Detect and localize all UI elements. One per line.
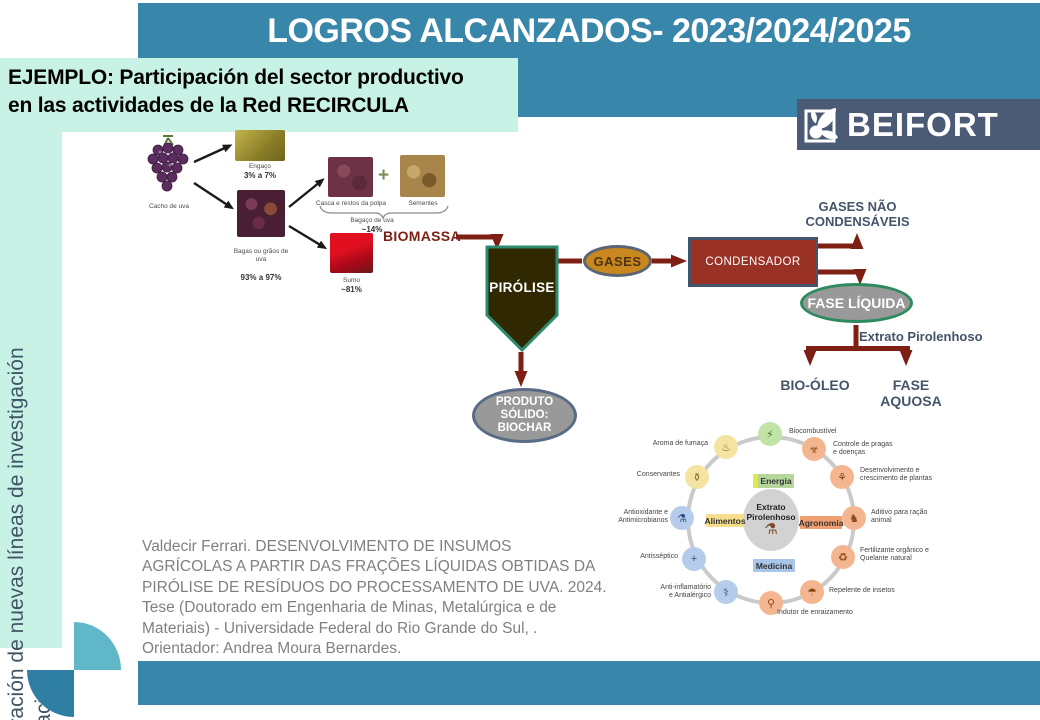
page-title: LOGROS ALCANZADOS- 2023/2024/2025 xyxy=(267,12,911,50)
plant-growth-icon: ⚘ xyxy=(830,465,854,489)
category-alimentos: Alimentos xyxy=(704,514,746,527)
pirolise-label: PIRÓLISE xyxy=(489,280,555,295)
sumo-label: Sumo ~81% xyxy=(341,277,362,295)
pest-control-label: Controle de pragas e doenças xyxy=(833,441,893,457)
bio-oleo-label: BIO-ÓLEO xyxy=(780,377,850,393)
smoke-aroma-label: Aroma de fumaça xyxy=(652,440,708,447)
flask-icon: ⚗ xyxy=(764,521,778,539)
bagas-image xyxy=(237,190,285,237)
preservatives-label: Conservantes xyxy=(636,471,680,478)
produto-solido-node: PRODUTO SÓLIDO: BIOCHAR xyxy=(472,388,577,443)
engaco-label: Engaço 3% a 7% xyxy=(243,163,277,181)
cacho-label: Cacho de uva xyxy=(148,203,190,210)
gases-node: GASES xyxy=(583,245,652,277)
antioxidant-icon: ⚗ xyxy=(670,506,694,530)
repellent-icon: ☂ xyxy=(800,580,824,604)
bagas-label: Bagas ou grãos de uva 93% a 97% xyxy=(233,248,289,282)
pest-control-icon: ☣ xyxy=(802,437,826,461)
category-agronomia: Agronomia xyxy=(798,516,844,529)
beifort-leaf-icon xyxy=(803,105,841,145)
sementes-label: Sementes xyxy=(408,200,438,207)
casca-label: Casca e restos da polpa xyxy=(315,200,387,207)
condensador-node: CONDENSADOR xyxy=(688,237,818,287)
bottom-bar xyxy=(138,661,1040,705)
fertilizer-icon: ♻ xyxy=(831,545,855,569)
engaco-image xyxy=(235,130,285,161)
animal-feed-label: Aditivo para ração animal xyxy=(871,509,928,525)
rooting-label: Indutor de enraizamento xyxy=(777,609,853,616)
pirolise-shield xyxy=(485,245,559,353)
grape-bunch-image xyxy=(147,135,189,192)
biofuel-icon: ⚡ xyxy=(758,422,782,446)
cycle-center: Extrato Pirolenhoso ⚗ xyxy=(743,489,799,551)
fase-aquosa-label: FASE AQUOSA xyxy=(880,377,942,410)
anti-inflammatory-label: Anti-inflamatório e Antialérgico xyxy=(660,584,711,600)
casca-image xyxy=(328,157,373,197)
preservatives-icon: ⚱ xyxy=(685,465,709,489)
example-callout: EJEMPLO: Participación del sector produc… xyxy=(0,58,518,132)
beifort-logo: BEIFORT xyxy=(797,99,1040,150)
citation-text: Valdecir Ferrari. DESENVOLVIMENTO DE INS… xyxy=(142,538,607,658)
animal-feed-icon: ♞ xyxy=(842,506,866,530)
anti-inflammatory-icon: ⚕ xyxy=(714,580,738,604)
biofuel-label: Biocombustível xyxy=(789,428,837,435)
plus-icon: + xyxy=(378,165,390,186)
smoke-aroma-icon: ♨ xyxy=(714,435,738,459)
sidebar-strip: Generación de nuevas líneas de investiga… xyxy=(0,132,62,720)
gases-nao-condensaveis-label: GASES NÃO CONDENSÁVEIS xyxy=(805,199,910,229)
plant-growth-label: Desenvolvimento e crescimento de plantas xyxy=(860,467,932,483)
beifort-wordmark: BEIFORT xyxy=(847,105,999,143)
category-medicina: Medicina xyxy=(753,559,795,572)
repellent-label: Repelente de insetos xyxy=(829,587,895,594)
extrato-pirolenhoso-label: Extrato Pirolenhoso xyxy=(859,329,983,344)
fertilizer-label: Fertilizante orgânico e Quelante natural xyxy=(860,547,929,563)
category-energia: Energia xyxy=(753,474,794,488)
sumo-image xyxy=(330,233,373,273)
fase-liquida-node: FASE LÍQUIDA xyxy=(800,283,913,323)
biomassa-label: BIOMASSA xyxy=(383,228,461,244)
sementes-image xyxy=(400,155,445,197)
rooting-icon: ⚲ xyxy=(759,591,783,615)
antiseptic-label: Antisséptico xyxy=(640,553,678,560)
antiseptic-icon: + xyxy=(682,547,706,571)
bagaco-label: Bagaço de uva ~14% xyxy=(350,217,394,235)
antioxidant-label: Antioxidante e Antimicrobianos xyxy=(618,509,668,525)
cycle-center-label: Extrato Pirolenhoso xyxy=(746,501,796,522)
brace xyxy=(319,205,449,220)
